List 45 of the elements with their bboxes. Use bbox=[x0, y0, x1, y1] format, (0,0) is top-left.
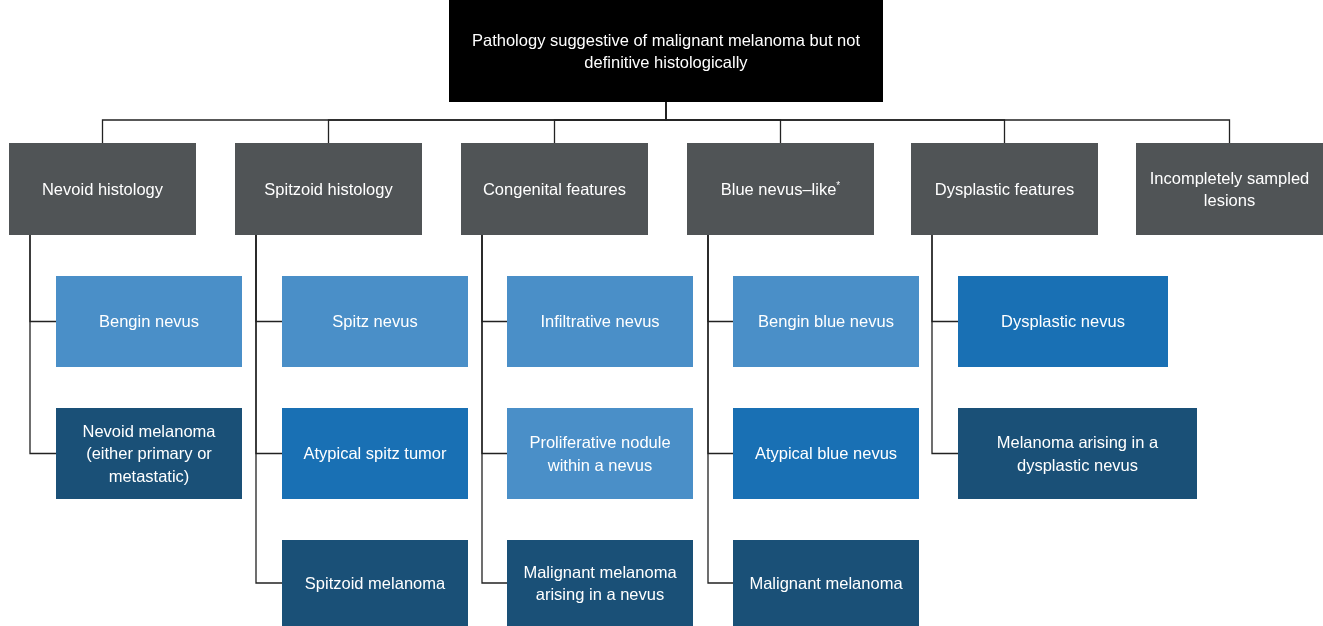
category-box bbox=[56, 276, 242, 367]
connector-line bbox=[931, 234, 959, 455]
category-box bbox=[733, 540, 919, 626]
box-text: Spitz nevus bbox=[332, 311, 418, 333]
box-text: Atypical spitz tumor bbox=[303, 443, 447, 465]
category-box bbox=[507, 540, 693, 626]
box-text: Malignant melanoma arising in a nevus bbox=[522, 561, 678, 605]
connector-line bbox=[481, 234, 508, 584]
box-text: Bengin nevus bbox=[99, 311, 199, 333]
category-box bbox=[687, 143, 874, 235]
box-text: Dysplastic features bbox=[934, 178, 1075, 200]
box-text: Proliferative nodule within a nevus bbox=[528, 432, 672, 476]
category-box bbox=[958, 408, 1197, 499]
category-box bbox=[282, 276, 468, 367]
connector-line bbox=[707, 234, 734, 584]
root-box bbox=[449, 0, 883, 102]
box-text: Spitzoid melanoma bbox=[304, 572, 446, 594]
box-text: Nevoid histology bbox=[41, 178, 164, 200]
category-box bbox=[56, 408, 242, 499]
category-box bbox=[733, 276, 919, 367]
category-box bbox=[507, 276, 693, 367]
category-box bbox=[9, 143, 196, 235]
category-box bbox=[282, 540, 468, 626]
box-text: Pathology suggestive of malignant melanoma but not definitive histologically bbox=[471, 29, 861, 73]
category-box bbox=[733, 408, 919, 499]
box-text: Melanoma arising in a dysplastic nevus bbox=[995, 432, 1160, 476]
category-box bbox=[461, 143, 648, 235]
connector-line bbox=[29, 234, 57, 455]
category-box bbox=[235, 143, 422, 235]
box-text: Blue nevus–like$^{*}$ bbox=[720, 178, 841, 200]
box-text: Dysplastic nevus bbox=[1001, 311, 1125, 333]
connector-line bbox=[255, 234, 283, 584]
category-box bbox=[282, 408, 468, 499]
category-box bbox=[911, 143, 1098, 235]
box-text: Congenital features bbox=[482, 178, 627, 200]
box-text: Atypical blue nevus bbox=[754, 443, 898, 465]
category-box bbox=[958, 276, 1168, 367]
box-text: Nevoid melanoma (either primary or metastatic) bbox=[81, 421, 217, 487]
category-box bbox=[507, 408, 693, 499]
box-text: Malignant melanoma bbox=[749, 572, 903, 594]
category-box bbox=[1136, 143, 1323, 235]
box-text: Spitzoid histology bbox=[264, 178, 393, 200]
box-text: Incompletely sampled lesions bbox=[1148, 167, 1311, 211]
box-text: Infiltrative nevus bbox=[540, 311, 660, 333]
box-text: Bengin blue nevus bbox=[758, 311, 894, 333]
